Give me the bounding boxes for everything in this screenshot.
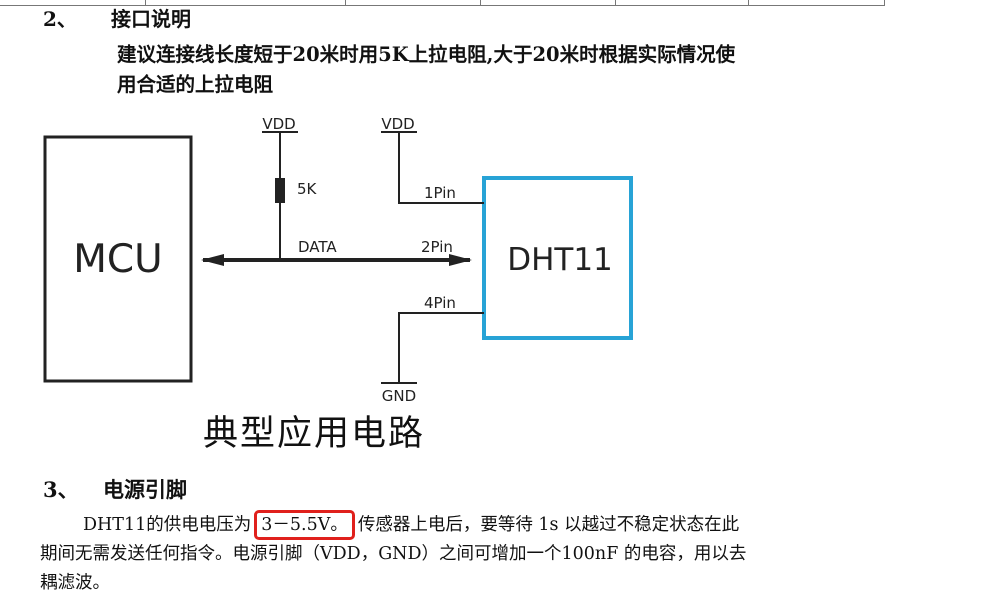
paragraph-text: DHT11的供电电压为 [83,515,252,535]
table-column-divider [615,0,616,5]
paragraph-line: 耦滤波。 [40,573,110,593]
interface-description: 建议连接线长度短于20米时用5K上拉电阻,大于20米时根据实际情况使 用合适的上… [117,40,877,100]
resistor-label: 5K [297,180,318,198]
table-column-divider [480,0,481,5]
section-title: 电源引脚 [103,477,187,502]
diagram-caption: 典型应用电路 [203,414,426,454]
intro-line: 建议连接线长度短于20米时用5K上拉电阻,大于20米时根据实际情况使 [117,43,736,66]
pin2-label: 2Pin [421,238,453,256]
data-label: DATA [298,238,337,256]
table-bottom-border [0,0,885,6]
mcu-box [43,135,193,383]
paragraph-line: 期间无需发送任何指令。电源引脚（VDD，GND）之间可增加一个100nF 的电容… [40,544,747,564]
section-number: 3、 [43,477,79,502]
section-number: 2、 [43,7,77,31]
pin1-label: 1Pin [424,184,456,202]
paragraph-text: 传感器上电后，要等待 1s 以越过不稳定状态在此 [357,515,740,535]
voltage-highlight: 3－5.5V。 [254,510,355,540]
table-column-divider [748,0,749,5]
gnd-label: GND [382,387,416,405]
mcu-label: MCU [73,237,162,282]
table-column-divider [345,0,346,5]
data-arrow-right [449,254,472,266]
vdd-label-right: VDD [381,115,414,133]
intro-line: 用合适的上拉电阻 [117,73,274,96]
vdd-label-left: VDD [262,115,295,133]
resistor [275,178,285,203]
table-column-divider [145,0,146,5]
section-title: 接口说明 [111,7,191,31]
pin4-wire [398,312,484,383]
pin1-wire [398,132,484,204]
dht11-box [482,176,633,340]
dht11-label: DHT11 [507,242,613,278]
pin4-label: 4Pin [424,294,456,312]
data-arrow-left [201,254,224,266]
typical-circuit-diagram: MCU DHT11 VDD 5K DATA 2Pin VDD 1Pin 4Pin… [43,115,633,405]
table-column-divider [884,0,885,5]
